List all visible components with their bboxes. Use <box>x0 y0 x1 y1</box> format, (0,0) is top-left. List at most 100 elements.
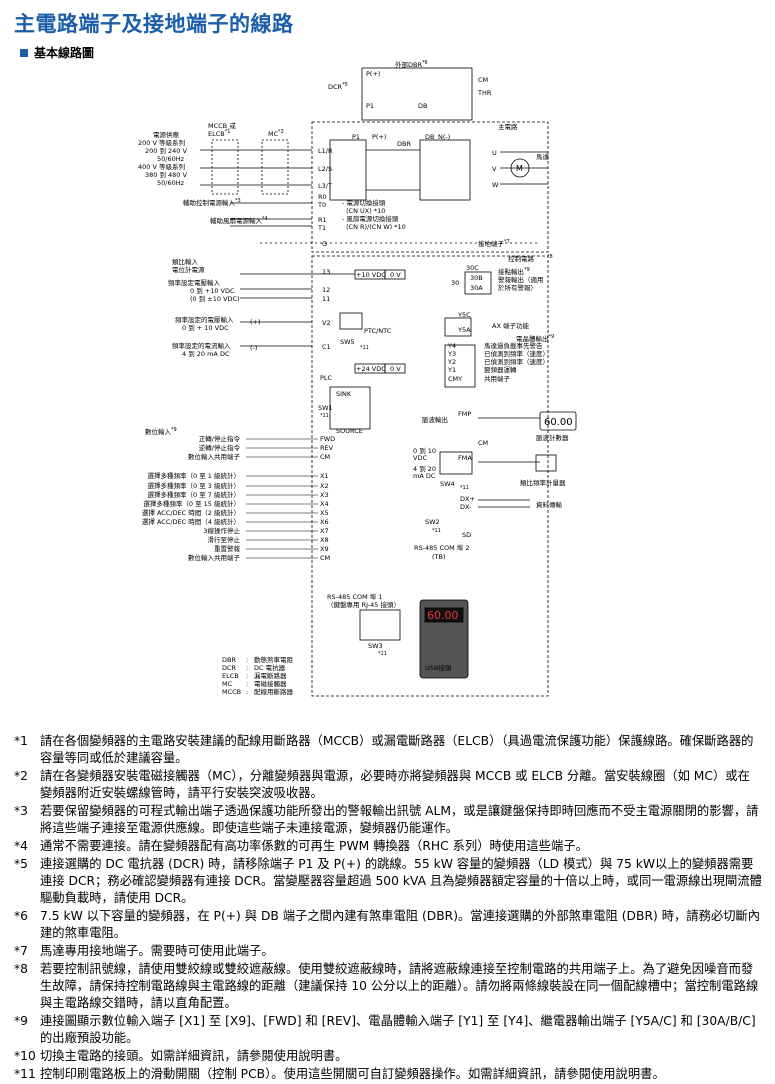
term-c1: C1 <box>322 343 331 351</box>
v-range2: (0 到 ±10 VDC) <box>190 295 240 303</box>
footnote-mark: *10 <box>14 1049 36 1063</box>
footnote-text: 請在各變頻器安裝電磁接觸器（MC），分離變頻器與電源，必要時亦將變頻器與 MCC… <box>40 769 750 800</box>
digital-input-terminal: FWD <box>320 435 335 443</box>
footnote-mark: *2 <box>14 769 28 783</box>
digital-input-terminal: REV <box>320 444 334 452</box>
p1-label: P1 <box>366 102 374 110</box>
term-v: V <box>492 165 497 173</box>
wiring-diagram: 外部DBR*6 DCR*5 P(+) P1 DB CM THR 主電路 P1 P… <box>138 60 577 697</box>
footnote-mark: *1 <box>14 734 28 748</box>
footnote-text: 若要控制訊號線，請使用雙絞線或雙絞遮蔽線。使用雙絞遮蔽線時，請將遮蔽線連接至控制… <box>40 962 759 1010</box>
rs485-2b-label: (TB) <box>432 553 446 561</box>
transistor-output-label: 已偵測到頻率（速度） <box>484 349 549 358</box>
main-circuit-label: 主電路 <box>498 122 518 131</box>
dx-minus-label: DX- <box>460 503 472 511</box>
footnote-mark: *8 <box>14 962 28 976</box>
transistor-output-terminal: Y1 <box>447 366 456 374</box>
footnote: *2 請在各變頻器安裝電磁接觸器（MC），分離變頻器與電源，必要時亦將變頻器與 M… <box>14 768 762 802</box>
digital-input-label: 重置警報 <box>214 544 241 553</box>
source-label: SOURCE <box>336 427 363 435</box>
dcr-dbr-box <box>361 67 473 121</box>
digital-input-label: 3線操作停止 <box>203 526 240 535</box>
footnote-text: 馬達專用接地端子。需要時可使用此端子。 <box>40 944 274 958</box>
transistor-output-label: 已偵測到頻率（速度） <box>484 357 549 366</box>
mc-label: MC*2 <box>268 129 284 138</box>
thr-label: THR <box>477 89 492 97</box>
sink-label: SINK <box>336 390 352 398</box>
footnote: *8 若要控制訊號線，請使用雙絞線或雙絞遮蔽線。使用雙絞遮蔽線時，請將遮蔽線連接至… <box>14 961 762 1012</box>
term-l3: L3/T <box>318 182 332 190</box>
term-13: 13 <box>322 268 330 276</box>
digital-input-label: 正轉/停止指令 <box>199 434 241 443</box>
right-cm-label: CM <box>478 439 488 447</box>
section-heading: 基本線路圖 <box>20 44 94 61</box>
power-line-0: 200 V 等級系列 <box>138 138 185 147</box>
plus24-label: +24 VDC <box>356 365 386 373</box>
p-plus-label: P(+) <box>366 70 380 78</box>
footnote-mark: *5 <box>14 857 28 871</box>
digital-input-terminal: X4 <box>320 500 329 508</box>
page-title: 主電路端子及接地端子的線路 <box>14 12 294 36</box>
v2-in-label: 頻率設定的電壓輸入 <box>175 315 234 324</box>
transistor-output-terminal: Y2 <box>447 358 456 366</box>
pulse-counter-label: 脈波計數器 <box>536 433 569 442</box>
sw3-note: *11 <box>378 651 387 657</box>
digital-input-label: 滑行至停止 <box>208 535 241 544</box>
term-g: G <box>322 240 327 248</box>
digital-section-label: 數位輸入*9 <box>145 427 177 436</box>
transistor-output-label: 變頻器運轉 <box>484 365 517 374</box>
sd-label: SD <box>462 531 471 539</box>
digital-input-label: 數位輸入共用端子 <box>188 452 241 461</box>
digital-input-label: 選擇 ACC/DEC 時間（2 級統計） <box>142 508 240 517</box>
dx-plus-label: DX+ <box>460 495 475 503</box>
term-u: U <box>492 149 497 157</box>
term-12: 12 <box>322 286 330 294</box>
sw4-note: *11 <box>460 485 469 491</box>
legend-colon: : <box>246 688 248 696</box>
footnote-text: 控制印刷電路板上的滑動開關（控制 PCB）。使用這些開關可自訂變頻器操作。如需詳… <box>40 1067 665 1081</box>
switch-note-3: - 風扇電源切換接頭 <box>342 214 399 223</box>
c-in-label: 頻率設定的電流輸入 <box>172 341 231 350</box>
digital-input-terminal: X6 <box>320 518 329 526</box>
relay-30a: 30A <box>470 284 483 292</box>
plc-label: PLC <box>320 374 333 382</box>
legend-abbr: ELCB <box>222 672 239 680</box>
digital-input-label: 選擇多種頻率（0 至 1 級統計） <box>148 471 240 480</box>
rs485-2-label: RS-485 COM 埠 2 <box>414 543 470 552</box>
footnote-mark: *7 <box>14 944 28 958</box>
ax-label: AX 端子功能 <box>492 321 529 330</box>
alarm-label-2: 於所有警報） <box>498 283 537 292</box>
legend-abbr: DCR <box>222 664 237 672</box>
footnote-mark: *9 <box>14 1014 28 1028</box>
sw5-label: SW5 <box>340 338 355 346</box>
pot-label: 電位計電源 <box>172 265 205 274</box>
dbr-label: DBR <box>397 140 411 148</box>
analog-meter-label: 類比頻率計量器 <box>520 478 566 487</box>
power-line-2: 50/60Hz <box>157 155 185 163</box>
legend-colon: : <box>246 656 248 664</box>
sw3-label: SW3 <box>368 642 383 650</box>
y5a-label: Y5A <box>457 326 471 334</box>
digital-input-label: 選擇 ACC/DEC 時間（4 級統計） <box>142 517 240 526</box>
motor-symbol: M <box>516 164 523 173</box>
v2-range: 0 到 + 10 VDC <box>182 324 229 332</box>
plus-label: (+) <box>250 318 261 326</box>
power-line-4: 380 到 480 V <box>145 171 188 179</box>
relay-30c: 30C <box>466 264 479 272</box>
term-l1: L1/R <box>318 147 333 155</box>
mccb-label: MCCB 或 <box>208 121 236 130</box>
zero-v2-label: 0 V <box>390 365 401 373</box>
c-range: 4 到 20 mA DC <box>182 350 230 358</box>
footnote-mark: *3 <box>14 804 28 818</box>
footnote-text: 通常不需要連接。請在變頻器配有高功率係數的可再生 PWM 轉換器（RHC 系列）… <box>40 839 588 853</box>
ground-label: 接地端子*7 <box>478 239 510 248</box>
pulse-out-label: 脈波輸出 <box>422 415 448 424</box>
fma-range-1: 0 到 10 <box>413 447 436 455</box>
p-plus-term-label: P(+) <box>372 133 386 141</box>
term-r1: R1 <box>318 216 327 224</box>
minus-label: (-) <box>250 344 257 352</box>
relay-30b: 30B <box>470 274 483 282</box>
